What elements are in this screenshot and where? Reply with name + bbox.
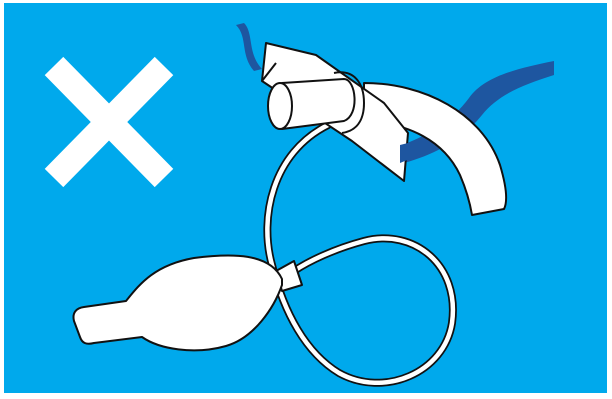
- pilot-line-tube: [267, 125, 453, 383]
- cross-mark-icon: [54, 66, 164, 178]
- pilot-balloon-icon: [73, 255, 302, 350]
- tracheostomy-tube-icon: [262, 43, 506, 215]
- illustration-canvas: [4, 3, 607, 393]
- illustration-panel: [4, 3, 607, 393]
